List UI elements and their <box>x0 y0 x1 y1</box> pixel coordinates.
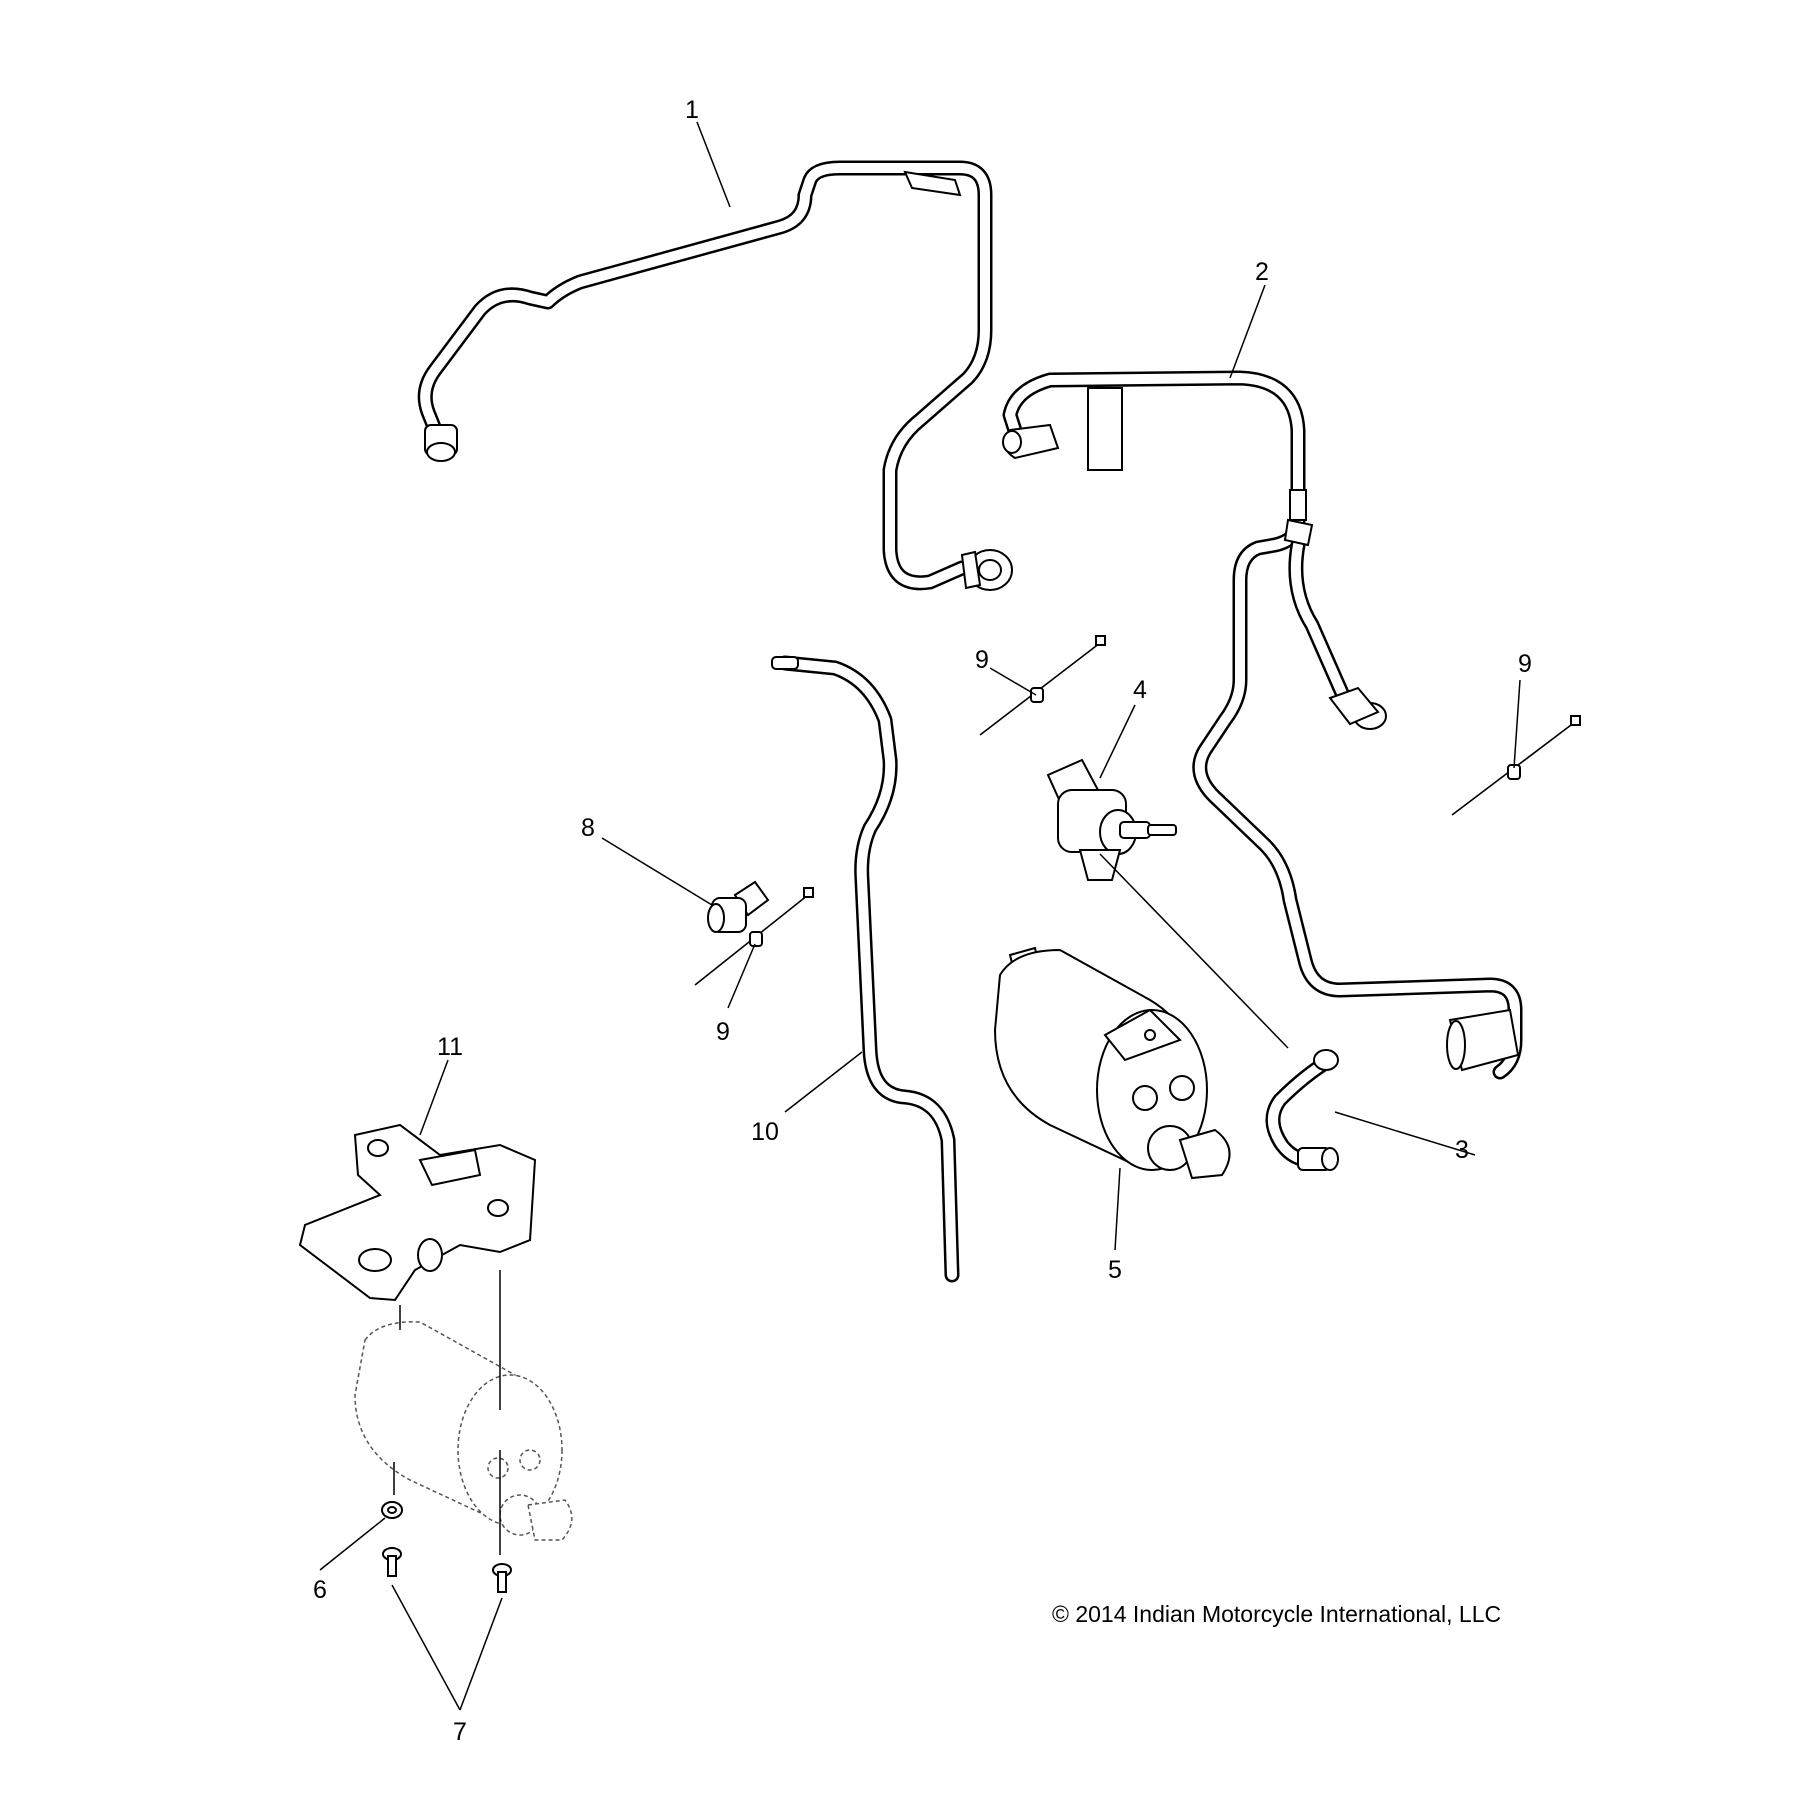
callout-9-top: 9 <box>975 646 989 674</box>
purge-valve-part-4 <box>1046 758 1177 881</box>
cable-tie-part-9-right <box>1451 715 1581 816</box>
callout-10: 10 <box>751 1118 779 1146</box>
callout-9-right: 9 <box>1518 650 1532 678</box>
bracket-part-11 <box>298 1123 537 1302</box>
leader-lines <box>319 121 1521 1711</box>
callout-6: 6 <box>313 1576 327 1604</box>
bolt-part-7-right <box>492 1563 512 1593</box>
callout-7: 7 <box>453 1718 467 1746</box>
callout-11: 11 <box>437 1033 463 1061</box>
hose-part-10 <box>771 655 960 1283</box>
copyright-text: © 2014 Indian Motorcycle International, … <box>1052 1601 1501 1627</box>
hose-part-1 <box>417 160 1013 591</box>
fitting-part-8 <box>707 880 770 933</box>
callout-5: 5 <box>1108 1256 1122 1284</box>
canister-part-5 <box>993 946 1231 1180</box>
hose-part-3 <box>1265 1049 1339 1171</box>
callout-8: 8 <box>581 814 595 842</box>
cable-tie-part-9-left <box>694 887 814 986</box>
callout-3: 3 <box>1455 1136 1469 1164</box>
callout-4: 4 <box>1133 676 1147 704</box>
callout-1: 1 <box>685 96 699 124</box>
bolt-part-7-left <box>382 1547 402 1577</box>
callout-2: 2 <box>1255 258 1269 286</box>
cable-tie-part-9-top <box>979 635 1106 736</box>
canister-ghost <box>354 1270 573 1555</box>
nut-part-6 <box>381 1501 403 1519</box>
callout-9-left: 9 <box>716 1018 730 1046</box>
hose-part-2 <box>1002 370 1523 1080</box>
